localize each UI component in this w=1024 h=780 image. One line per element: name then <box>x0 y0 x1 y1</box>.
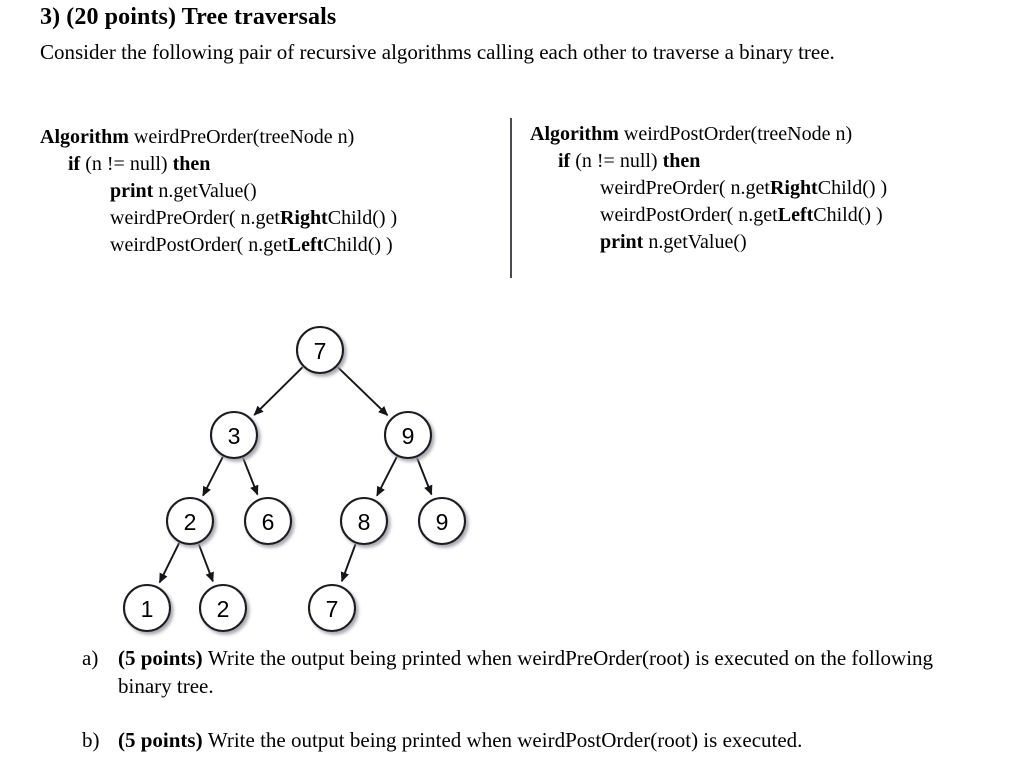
keyword-text: then <box>172 153 211 175</box>
algorithm-line: weirdPostOrder( n.getLeftChild() ) <box>530 202 887 229</box>
algorithm-line: Algorithm weirdPostOrder(treeNode n) <box>530 121 887 148</box>
tree-node-label: 2 <box>217 596 230 622</box>
algorithm-block-weirdpostorder: Algorithm weirdPostOrder(treeNode n)if (… <box>530 121 887 256</box>
algorithm-line: if (n != null) then <box>530 148 887 175</box>
keyword-text: Left <box>287 234 324 256</box>
tree-edge-left <box>202 456 224 497</box>
code-text: weirdPostOrder(treeNode n) <box>623 123 853 145</box>
code-text: weirdPostOrder( n.get <box>110 234 288 256</box>
question-list: a) (5 points) Write the output being prin… <box>82 644 982 780</box>
tree-node: 6 <box>243 496 293 546</box>
tree-node-label: 9 <box>402 423 415 449</box>
code-text: Child() ) <box>323 234 393 256</box>
code-text: weirdPreOrder( n.get <box>110 207 280 229</box>
question-text: Write the output being printed when weir… <box>118 646 934 698</box>
code-text: n.getValue() <box>648 231 747 253</box>
code-text: weirdPostOrder( n.get <box>600 204 778 226</box>
keyword-text: then <box>662 150 701 172</box>
keyword-text: Algorithm <box>40 126 134 148</box>
tree-node-circle <box>243 496 293 546</box>
tree-node: 1 <box>122 583 172 633</box>
keyword-text: Right <box>279 207 328 229</box>
algorithm-line: weirdPostOrder( n.getLeftChild() ) <box>40 232 397 259</box>
tree-node-label: 1 <box>141 596 154 622</box>
keyword-text: print <box>110 180 159 202</box>
keyword-text: print <box>600 231 649 253</box>
tree-node-circle <box>383 410 433 460</box>
tree-node: 9 <box>383 410 433 460</box>
keyword-text: if <box>558 150 576 172</box>
question-item: a) (5 points) Write the output being prin… <box>82 644 982 700</box>
question-points: (5 points) <box>118 646 208 670</box>
tree-edge-left <box>340 543 357 583</box>
tree-node-label: 7 <box>314 338 327 364</box>
tree-edge-left <box>158 542 180 584</box>
question-marker: b) <box>82 728 100 752</box>
tree-node: 7 <box>307 583 357 633</box>
tree-nodes: 7 3 9 2 6 8 9 1 2 7 <box>122 325 467 633</box>
vertical-divider <box>510 118 512 278</box>
tree-node-label: 9 <box>436 509 449 535</box>
algorithm-line: weirdPreOrder( n.getRightChild() ) <box>40 205 397 232</box>
tree-node: 2 <box>198 583 248 633</box>
algorithm-block-weirdpreorder: Algorithm weirdPreOrder(treeNode n)if (n… <box>40 124 397 259</box>
question-marker: a) <box>82 646 99 670</box>
tree-node-label: 3 <box>228 423 241 449</box>
tree-edge-left <box>253 366 304 416</box>
binary-tree-diagram: 7 3 9 2 6 8 9 1 2 7 <box>100 310 520 640</box>
tree-edge-left <box>376 456 398 497</box>
tree-node-label: 8 <box>358 509 371 535</box>
tree-node: 9 <box>417 496 467 546</box>
tree-svg: 7 3 9 2 6 8 9 1 2 7 <box>122 325 467 633</box>
algorithm-line: print n.getValue() <box>530 229 887 256</box>
algorithm-line: weirdPreOrder( n.getRightChild() ) <box>530 175 887 202</box>
question-item: b) (5 points) Write the output being prin… <box>82 726 982 754</box>
keyword-text: if <box>68 153 86 175</box>
tree-node-circle <box>307 583 357 633</box>
tree-edge-right <box>242 457 259 496</box>
tree-node: 8 <box>339 496 389 546</box>
tree-node-label: 2 <box>184 509 197 535</box>
algorithm-line: Algorithm weirdPreOrder(treeNode n) <box>40 124 397 151</box>
question-text: Write the output being printed when weir… <box>207 728 803 752</box>
tree-edge-right <box>336 366 389 416</box>
tree-node: 7 <box>295 325 345 375</box>
tree-node-label: 7 <box>326 596 339 622</box>
algorithm-line: if (n != null) then <box>40 151 397 178</box>
tree-node-circle <box>122 583 172 633</box>
tree-edge-right <box>197 543 214 583</box>
question-points: (5 points) <box>118 728 208 752</box>
code-text: (n != null) <box>575 150 663 172</box>
tree-node-circle <box>417 496 467 546</box>
keyword-text: Left <box>777 204 814 226</box>
code-text: n.getValue() <box>158 180 257 202</box>
code-text: weirdPreOrder( n.get <box>600 177 770 199</box>
tree-node-circle <box>295 325 345 375</box>
algorithm-line: print n.getValue() <box>40 178 397 205</box>
code-text: weirdPreOrder(treeNode n) <box>133 126 355 148</box>
keyword-text: Algorithm <box>530 123 624 145</box>
code-text: Child() ) <box>817 177 888 199</box>
keyword-text: Right <box>769 177 818 199</box>
tree-node: 2 <box>165 496 215 546</box>
code-text: (n != null) <box>85 153 173 175</box>
tree-node-circle <box>339 496 389 546</box>
tree-node-circle <box>165 496 215 546</box>
tree-node: 3 <box>209 410 259 460</box>
intro-paragraph: Consider the following pair of recursive… <box>40 40 835 64</box>
tree-node-circle <box>198 583 248 633</box>
tree-edges <box>158 366 433 584</box>
code-text: Child() ) <box>813 204 883 226</box>
tree-edge-right <box>416 457 433 496</box>
tree-node-label: 6 <box>262 509 275 535</box>
tree-node-circle <box>209 410 259 460</box>
code-text: Child() ) <box>327 207 398 229</box>
page-title: 3) (20 points) Tree traversals <box>40 4 337 30</box>
